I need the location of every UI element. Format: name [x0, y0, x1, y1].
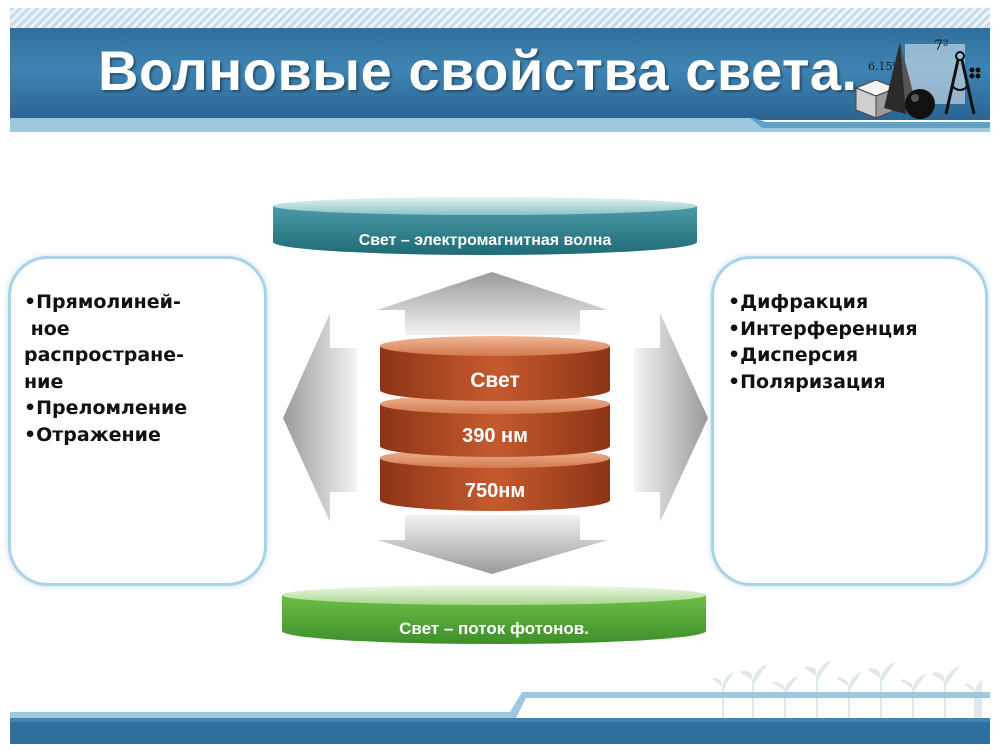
logo-exponent-text: 7²: [934, 38, 949, 54]
left-properties-box: [8, 256, 267, 586]
list-item: •Дифракция: [728, 291, 869, 313]
list-item: •Отражение: [24, 423, 161, 446]
right-properties-box: [711, 256, 988, 586]
page-title: Волновые свойства света.: [98, 39, 858, 102]
stack-label: 390 нм: [462, 425, 528, 447]
list-item: •Преломление: [24, 397, 188, 419]
geometry-logo: 6.15% 7²: [854, 38, 981, 119]
list-item: •Поляризация: [728, 370, 886, 393]
up-arrow: [377, 272, 608, 335]
list-item: ное: [24, 317, 70, 340]
stack-disc-1: [380, 336, 610, 401]
header-underline: [10, 118, 990, 132]
list-item: •Дисперсия: [728, 344, 859, 366]
stack-label: 750нм: [464, 480, 526, 502]
footer-bar: [10, 692, 990, 744]
list-item: ние: [24, 370, 64, 393]
top-disc: [273, 197, 697, 255]
left-arrow: [283, 313, 357, 522]
dots-icon: [969, 67, 981, 79]
right-arrow: [634, 313, 708, 522]
bottom-disc-label: Свет – поток фотонов.: [399, 619, 589, 638]
list-item: распростране-: [24, 344, 185, 366]
down-arrow: [377, 515, 608, 574]
right-properties-list: •Дифракция •Интерференция •Дисперсия •По…: [728, 289, 918, 395]
header-bar: [10, 28, 990, 120]
header-stripes: [10, 8, 990, 30]
list-item: •Прямолиней-: [24, 291, 181, 313]
bottom-disc: [282, 585, 706, 644]
left-properties-list: •Прямолиней- ное распростране- ние •Прел…: [24, 289, 187, 448]
stack-label: Свет: [470, 369, 520, 392]
compass-icon: [944, 51, 976, 115]
top-disc-label: Свет – электромагнитная волна: [358, 232, 612, 249]
list-item: •Интерференция: [728, 317, 918, 340]
